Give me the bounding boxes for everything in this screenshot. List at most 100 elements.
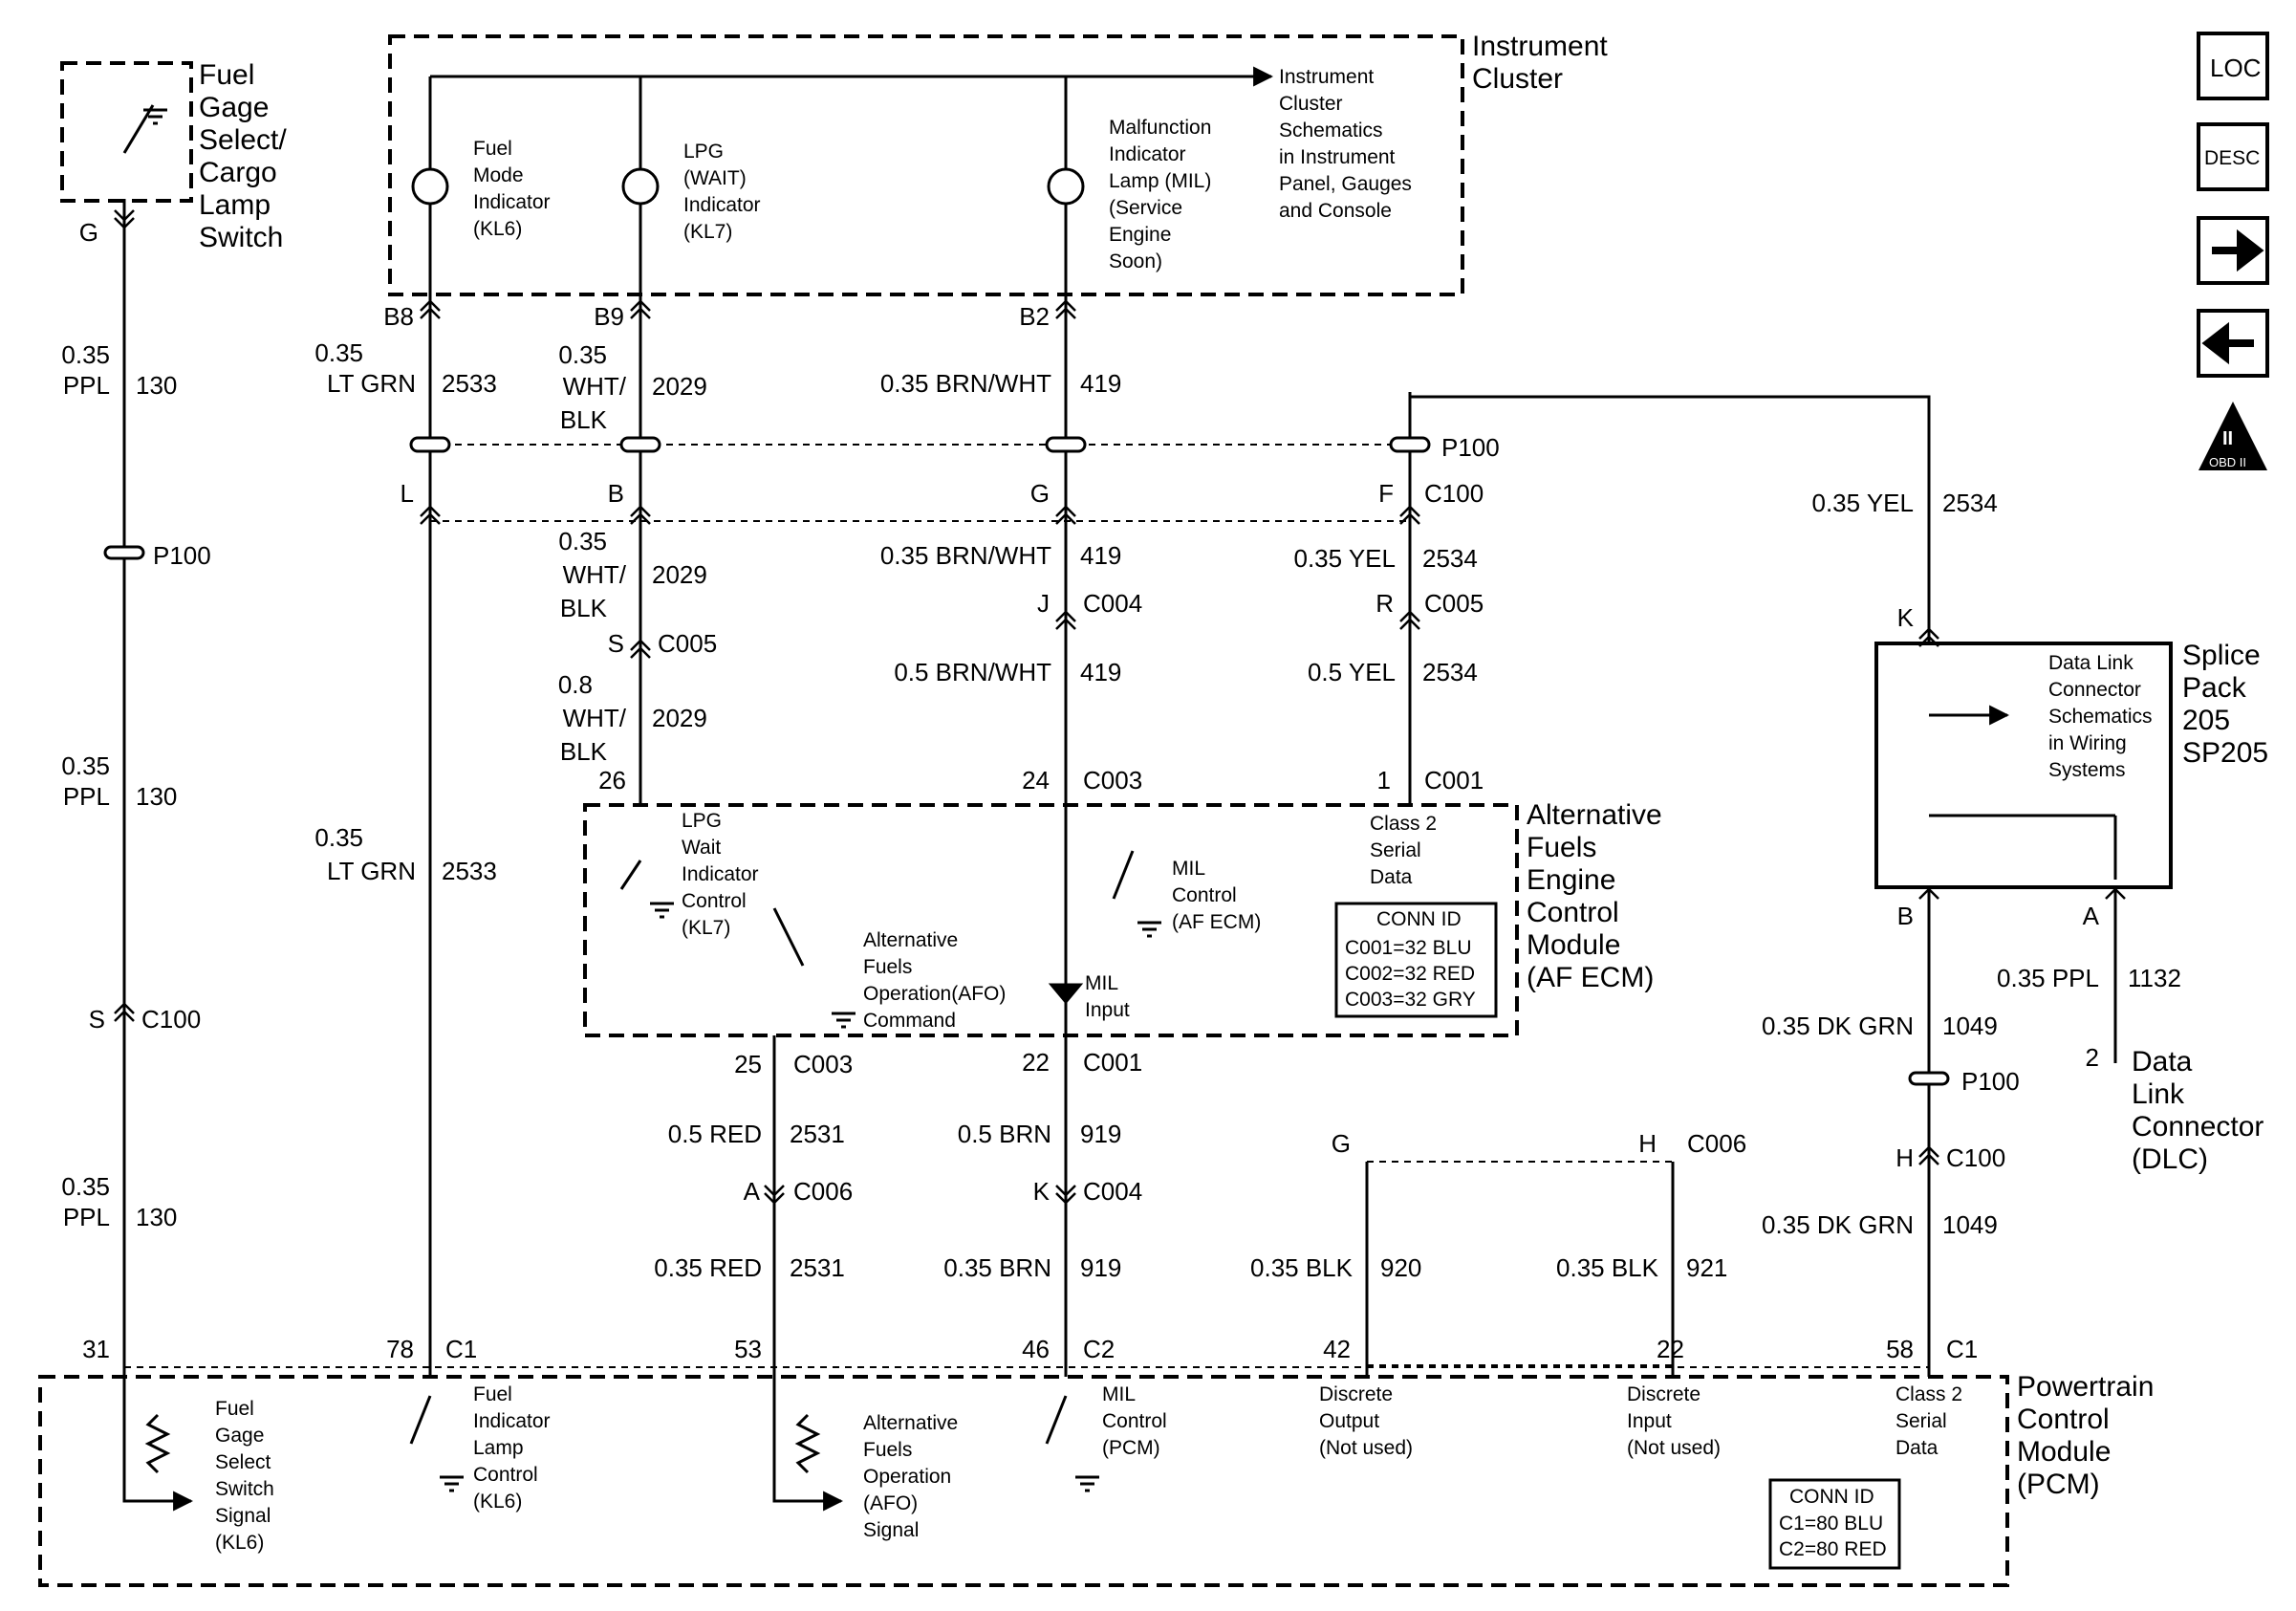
text-pcm_items-fuel_gage-2: Select [215,1451,271,1473]
text-pcm_items-fuel_ind-3: Control [473,1464,538,1486]
text-splice_ref-3: in Wiring [2048,732,2127,754]
text-pcm_items-fuel_ind-0: Fuel [473,1383,512,1405]
obd-label: OBD II [2209,455,2246,469]
obd-ii-triangle-icon[interactable] [2199,402,2267,470]
desc-label: DESC [2204,147,2260,169]
text-pcm_items-afo_sig-4: Signal [863,1519,919,1541]
connector-chevrons [114,209,2126,1205]
text-cluster_items-ref-0: Instrument [1279,66,1374,88]
label-b3: B [1897,902,1914,930]
label-w130a_c: PPL [63,371,110,400]
text-ecm_items-afo-1: Fuels [863,956,912,978]
text-modules-switch-4: Lamp [199,189,271,221]
text-pcm_items-fuel_gage-3: Switch [215,1478,274,1500]
text-modules-dlc-3: (DLC) [2132,1143,2208,1175]
text-cluster_items-fuel_mode-2: Indicator [473,191,551,213]
fuel-indicator-control-switch-icon [409,1395,432,1445]
text-cluster_items-mil-4: Engine [1109,224,1171,246]
fuel-gage-switch-icon [122,104,155,154]
label-pin25: 25 [734,1050,762,1078]
desc-button[interactable] [2197,122,2269,191]
text-cluster_items-ref-4: Panel, Gauges [1279,173,1412,195]
label-w130c_g: 0.35 [61,1172,110,1201]
label-w920_n: 920 [1380,1253,1421,1282]
text-ecm_items-lpg_ctrl-4: (KL7) [682,917,730,939]
label-w2531b_n: 2531 [790,1253,845,1282]
label-w1049b_n: 1049 [1942,1210,1998,1239]
text-cluster_items-mil-5: Soon) [1109,250,1162,272]
label-r1: R [1375,589,1394,618]
label-w2029b_c2: BLK [560,594,608,622]
afo-command-switch-icon [772,907,805,967]
ground-icon [1075,1475,1099,1492]
text-modules-cluster-1: Cluster [1472,63,1563,95]
label-w2533a_c: LT GRN [327,369,416,398]
ground-icon [440,1475,464,1492]
label-w919b_n: 919 [1080,1253,1121,1282]
splice-pack-box [1874,642,2173,889]
label-w130a_n: 130 [136,371,177,400]
text-modules-af_ecm-0: Alternative [1527,799,1662,831]
label-w919a: 0.5 BRN [958,1120,1051,1148]
text-modules-switch-0: Fuel [199,59,254,91]
mil-lamp-icon [1047,167,1085,206]
text-ecm_items-class2-1: Serial [1370,839,1421,861]
label-c001b: C001 [1083,1048,1142,1077]
text-pcm_items-class2-0: Class 2 [1895,1383,1962,1405]
label-w2029a_c1: WHT/ [563,372,627,401]
label-w130a_g: 0.35 [61,340,110,369]
label-pin22b: 22 [1657,1335,1684,1363]
label-g1: G [79,218,98,247]
text-modules-pcm-3: (PCM) [2017,1469,2100,1500]
text-modules-cluster-0: Instrument [1472,31,1608,62]
text-modules-dlc-1: Link [2132,1078,2185,1110]
label-w2533a_g: 0.35 [314,338,363,367]
label-pin58: 58 [1886,1335,1914,1363]
label-w2534c_n: 2534 [1942,489,1998,517]
text-pcm_items-afo_sig-1: Fuels [863,1439,912,1461]
label-w419a_n: 419 [1080,369,1121,398]
text-pcm_items-disc_out-2: (Not used) [1319,1437,1413,1459]
text-modules-pcm-2: Module [2017,1436,2111,1468]
text-pcm_items-mil_pcm-0: MIL [1102,1383,1136,1405]
nav-icons[interactable]: LOC DESC II OBD II [2197,32,2269,470]
label-c003a: C003 [1083,766,1142,795]
lpg-wait-control-switch-icon [619,860,642,890]
label-c1a: C1 [445,1335,477,1363]
label-w130c_n: 130 [136,1203,177,1231]
label-pin53: 53 [734,1335,762,1363]
label-w2534b: 0.5 YEL [1308,658,1396,686]
text-ecm_items-lpg_ctrl-0: LPG [682,810,722,832]
label-w2029b_c1: WHT/ [563,560,627,589]
text-modules-splice-3: SP205 [2182,737,2268,769]
label-c005a: C005 [658,629,717,658]
label-g3: G [1332,1129,1351,1158]
label-p100c: P100 [1961,1067,2020,1096]
text-pcm_items-fuel_ind-2: Lamp [473,1437,524,1459]
label-w2534b_n: 2534 [1422,658,1478,686]
label-s2: S [608,629,624,658]
lpg-indicator-lamp-icon [621,167,660,206]
label-w2534c: 0.35 YEL [1811,489,1914,517]
text-splice_ref-2: Schematics [2048,706,2153,728]
diode-icon [1048,983,1084,1005]
text-pcm_items-fuel_gage-0: Fuel [215,1398,254,1420]
text-ecm_items-afo-0: Alternative [863,929,958,951]
label-w130b_c: PPL [63,782,110,811]
label-w2534a_n: 2534 [1422,544,1478,573]
label-s1: S [89,1005,105,1034]
text-pcm_items-disc_in-0: Discrete [1627,1383,1700,1405]
loc-button[interactable] [2197,32,2269,100]
text-splice_ref-4: Systems [2048,759,2126,781]
text-modules-splice-2: 205 [2182,705,2230,736]
label-pin24: 24 [1022,766,1050,795]
text-modules-splice-1: Pack [2182,672,2247,704]
inline-connectors [103,436,1950,1086]
text-modules-switch-3: Cargo [199,157,277,188]
label-h2: H [1638,1129,1657,1158]
text-ecm_items-mil_input-0: MIL [1085,972,1118,994]
label-w2533b_g: 0.35 [314,823,363,852]
label-pin1: 1 [1377,766,1391,795]
